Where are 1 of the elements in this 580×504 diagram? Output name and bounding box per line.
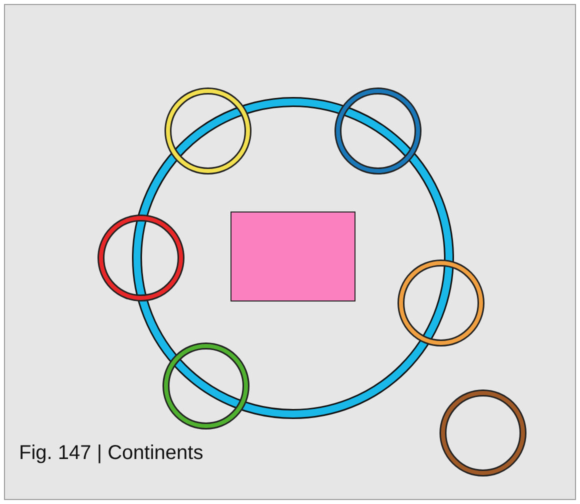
figure-caption: Fig. 147 | Continents (19, 442, 204, 465)
